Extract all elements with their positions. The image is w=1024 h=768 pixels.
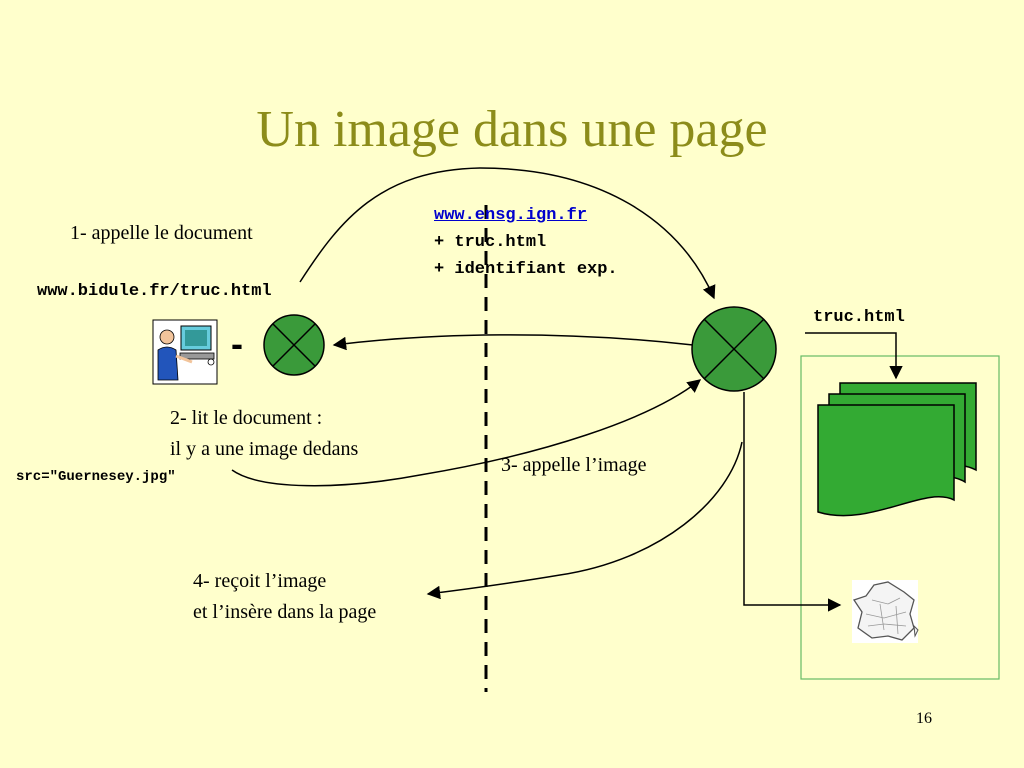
send-image-arrow [426,441,743,600]
send-document-arrow [332,334,694,351]
document-stack-icon [817,382,977,517]
server-file-label: + truc.html [434,233,547,252]
page-container-panel [800,355,1000,680]
request-image-arrow [231,379,702,487]
file-name-label: truc.html [813,308,905,327]
step3-label: 3- appelle l’image [501,454,647,476]
step2-line1: 2- lit le document : [170,407,323,429]
dash-symbol: - [231,323,243,364]
request-document-arrow [299,167,716,300]
src-attribute-label: src="Guernesey.jpg" [16,469,176,485]
france-map-icon [852,580,919,643]
client-node [263,314,325,376]
server-id-label: + identifiant exp. [434,260,618,279]
file-pointer-arrow [805,332,903,380]
server-url-link[interactable]: www.ensg.ign.fr [434,206,587,225]
step4-line1: 4- reçoit l’image [193,570,327,592]
page-number: 16 [916,710,932,727]
slide-title: Un image dans une page [256,101,768,158]
client-url-label: www.bidule.fr/truc.html [37,282,272,301]
step1-label: 1- appelle le document [70,222,253,244]
image-insert-arrow [743,392,842,612]
step4-line2: et l’insère dans la page [193,601,377,623]
computer-user-icon [152,319,218,385]
server-node [691,306,777,392]
step2-line2: il y a une image dedans [170,438,359,460]
server-url-text[interactable]: www.ensg.ign.fr [434,206,588,225]
